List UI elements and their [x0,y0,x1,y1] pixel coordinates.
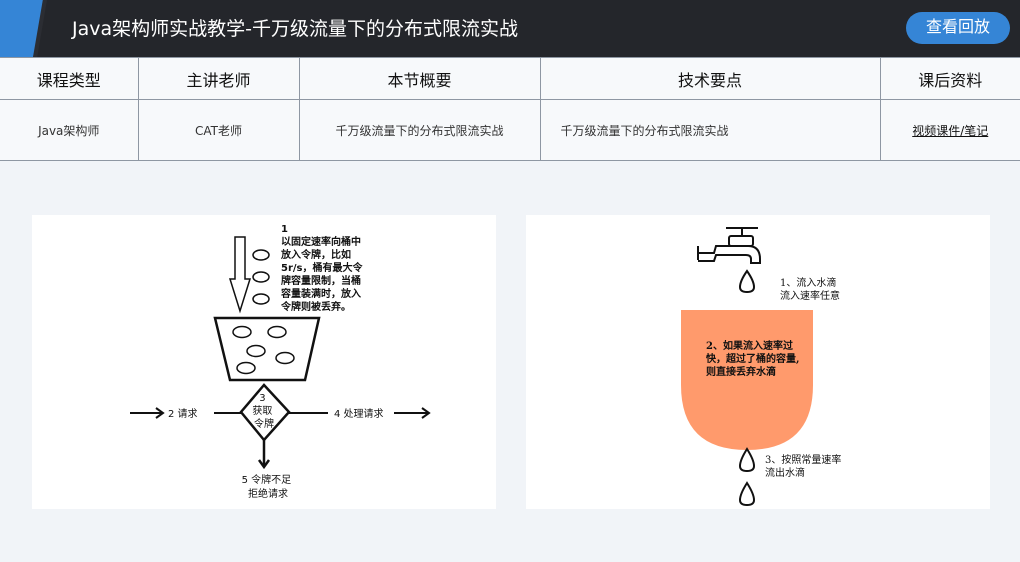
leaky-step3-text: 3、按照常量速率 流出水滴 [765,453,845,479]
reject-arrow-head [257,459,271,470]
token-icon [232,325,252,339]
step3-text: 3 获取 令牌 [252,393,275,430]
step5-text: 5 令牌不足 拒绝请求 [242,473,295,500]
process-arrow-head [421,407,431,419]
water-drop-icon [738,481,756,507]
water-drop-icon [738,447,756,473]
leaky-bucket-image: 1、流入水滴 流入速率任意 2、如果流入速率过 快，超过了桶的容量, 则直接丢弃… [526,215,990,509]
leaky-bucket-shape [681,310,813,450]
view-replay-button[interactable]: 查看回放 [906,12,1010,44]
token-icon [252,271,270,283]
leaky-bucket-diagram: 1、流入水滴 流入速率任意 2、如果流入速率过 快，超过了桶的容量, 则直接丢弃… [681,227,845,507]
col-header-course-type: 课程类型 [0,57,139,100]
materials-link[interactable]: 视频课件/笔记 [912,123,989,138]
col-header-materials: 课后资料 [879,57,1020,100]
cell-materials: 视频课件/笔记 [879,99,1020,161]
faucet-icon [697,227,761,264]
token-bucket-image: 1 以固定速率向桶中 放入令牌，比如 5r/s，桶有最大令 牌容量限制，当桶 容… [32,215,496,509]
token-bucket-diagram: 1 以固定速率向桶中 放入令牌，比如 5r/s，桶有最大令 牌容量限制，当桶 容… [130,224,431,500]
token-bucket-shape [213,316,321,382]
leaky-step1-text: 1、流入水滴 流入速率任意 [780,276,840,302]
cell-course-type: Java架构师 [0,99,139,161]
token-icon [236,361,256,375]
request-arrow-head [155,407,165,419]
col-header-tech-points: 技术要点 [539,57,881,100]
course-info-table: 课程类型 主讲老师 本节概要 技术要点 课后资料 Java架构师 CAT老师 千… [0,57,1020,161]
step1-text: 1 以固定速率向桶中 放入令牌，比如 5r/s，桶有最大令 牌容量限制，当桶 容… [280,224,366,313]
col-header-teacher: 主讲老师 [137,57,300,100]
cell-summary: 千万级流量下的分布式限流实战 [298,99,541,161]
table-header-row: 课程类型 主讲老师 本节概要 技术要点 课后资料 [0,57,1020,100]
step4-text: 4 处理请求 [334,407,384,420]
top-bar: Java架构师实战教学-千万级流量下的分布式限流实战 查看回放 [0,0,1020,57]
step2-text: 2 请求 [168,407,198,420]
cell-tech-points: 千万级流量下的分布式限流实战 [539,99,881,161]
leaky-step2-text: 2、如果流入速率过 快，超过了桶的容量, 则直接丢弃水滴 [705,339,803,378]
token-inflow-arrow [228,236,252,314]
table-row: Java架构师 CAT老师 千万级流量下的分布式限流实战 千万级流量下的分布式限… [0,99,1020,161]
col-header-summary: 本节概要 [298,57,541,100]
page-title: Java架构师实战教学-千万级流量下的分布式限流实战 [72,18,518,40]
cell-teacher: CAT老师 [137,99,300,161]
water-drop-icon [738,269,756,294]
token-icon [252,293,270,305]
token-icon [267,325,287,339]
token-icon [275,351,295,365]
token-icon [252,249,270,261]
token-icon [246,344,266,358]
